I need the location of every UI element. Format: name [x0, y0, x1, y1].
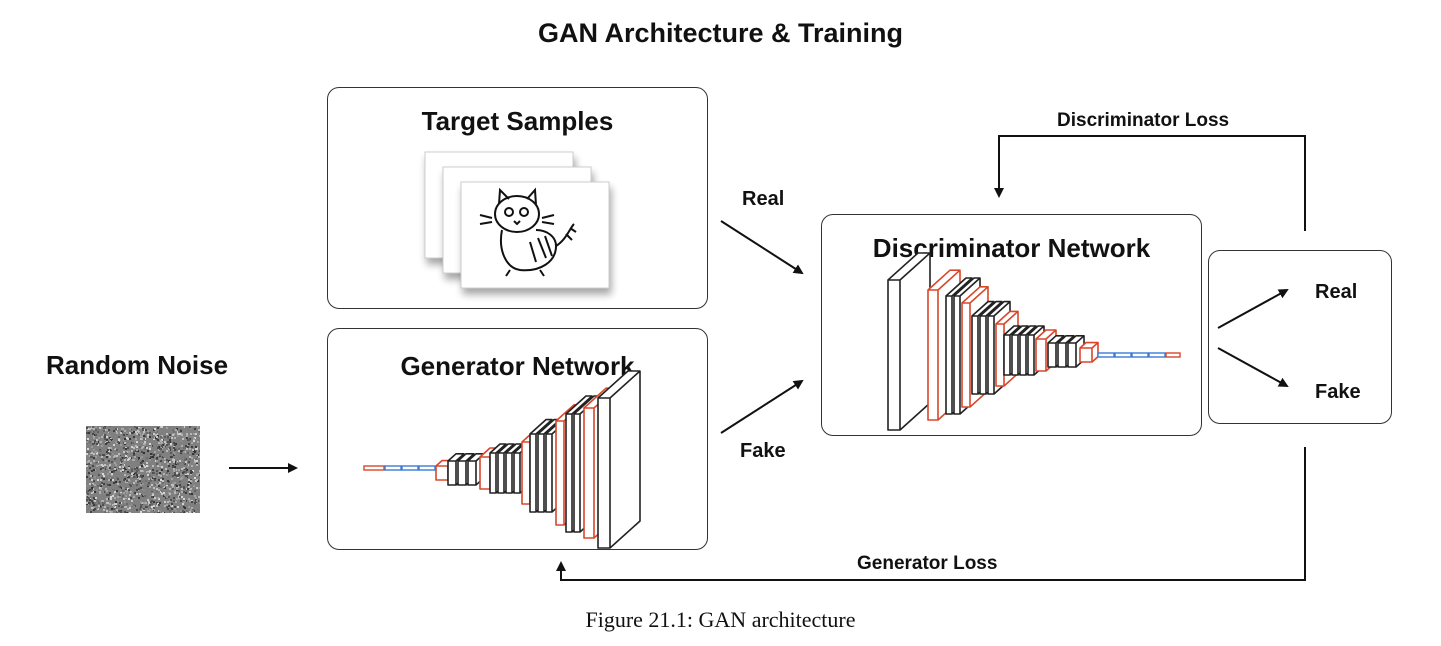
discriminator-loss-label: Discriminator Loss: [1057, 110, 1230, 131]
fake-arrow: [720, 379, 804, 434]
figure-title: GAN Architecture & Training: [537, 18, 904, 48]
generator-loss-arrow: [556, 447, 1306, 581]
random-noise-label: Random Noise: [46, 350, 229, 380]
figure-caption: Figure 21.1: GAN architecture: [585, 607, 856, 632]
target-samples-title: Target Samples: [421, 106, 614, 136]
output-fake-arrow: [1217, 347, 1289, 387]
output-real-label: Real: [1315, 281, 1358, 303]
output-box: Real Fake: [1208, 250, 1392, 424]
output-real-arrow: [1217, 289, 1289, 329]
output-fake-label: Fake: [1315, 381, 1361, 403]
generator-layers: [363, 370, 641, 549]
generator-box: Generator Network: [327, 328, 708, 550]
real-arrow: [720, 220, 804, 275]
fake-edge-label: Fake: [740, 440, 786, 462]
noise-image: [86, 426, 200, 513]
real-edge-label: Real: [742, 188, 785, 210]
discriminator-layers: [887, 252, 1181, 431]
cat-image: [479, 187, 577, 277]
discriminator-loss-arrow: [994, 135, 1306, 231]
target-sample-stack: [424, 151, 610, 289]
generator-loss-label: Generator Loss: [857, 553, 998, 574]
generator-title: Generator Network: [400, 351, 635, 381]
